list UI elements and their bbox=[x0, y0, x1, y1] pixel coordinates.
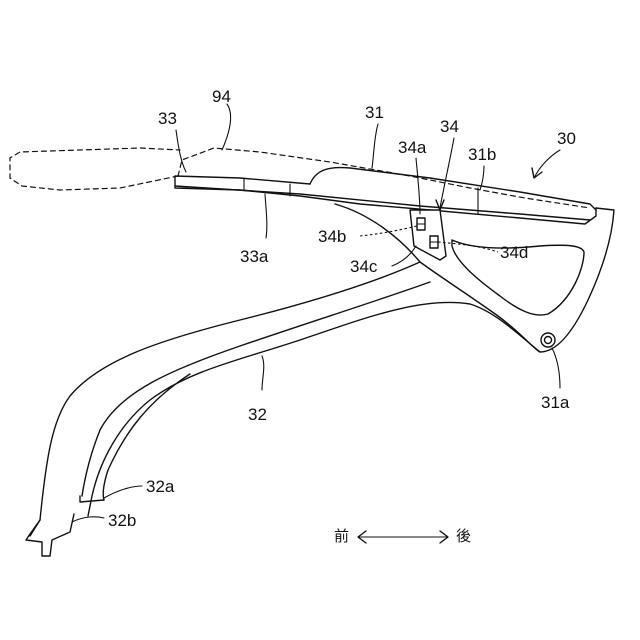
leader-34 bbox=[440, 138, 454, 208]
label-33a: 33a bbox=[240, 248, 268, 265]
label-34b: 34b bbox=[318, 228, 346, 245]
direction-front-label: 前 bbox=[334, 529, 349, 544]
label-34a: 34a bbox=[398, 139, 426, 156]
direction-rear-label: 後 bbox=[456, 529, 471, 544]
label-31: 31 bbox=[365, 104, 384, 121]
leader-34c bbox=[392, 246, 416, 266]
sensor-34-body bbox=[410, 210, 446, 260]
label-34c: 34c bbox=[350, 258, 377, 275]
cushion-outline-dashed bbox=[10, 148, 590, 208]
pivot-31a-inner bbox=[545, 337, 552, 344]
pivot-31a-outer bbox=[541, 333, 555, 347]
label-34: 34 bbox=[440, 118, 459, 135]
label-34d: 34d bbox=[500, 244, 528, 261]
leader-31 bbox=[372, 124, 378, 168]
label-31b: 31b bbox=[468, 146, 496, 163]
leader-32a bbox=[104, 486, 142, 498]
leader-32b bbox=[72, 517, 104, 522]
arm-upper-edge bbox=[30, 262, 420, 536]
label-32a: 32a bbox=[146, 478, 174, 495]
leader-33a bbox=[265, 194, 267, 238]
leader-94 bbox=[222, 104, 231, 150]
label-33: 33 bbox=[158, 110, 177, 127]
top-plate-inner bbox=[175, 186, 590, 220]
label-94: 94 bbox=[212, 88, 231, 105]
label-32b: 32b bbox=[108, 512, 136, 529]
top-plate bbox=[175, 176, 596, 224]
leg-32b bbox=[26, 514, 74, 556]
label-32: 32 bbox=[248, 406, 267, 423]
arm-body-outer bbox=[335, 204, 614, 352]
leader-32 bbox=[262, 356, 264, 390]
label-31a: 31a bbox=[541, 394, 569, 411]
leader-31a bbox=[552, 348, 560, 388]
leader-30 bbox=[534, 150, 560, 178]
label-30: 30 bbox=[557, 130, 576, 147]
